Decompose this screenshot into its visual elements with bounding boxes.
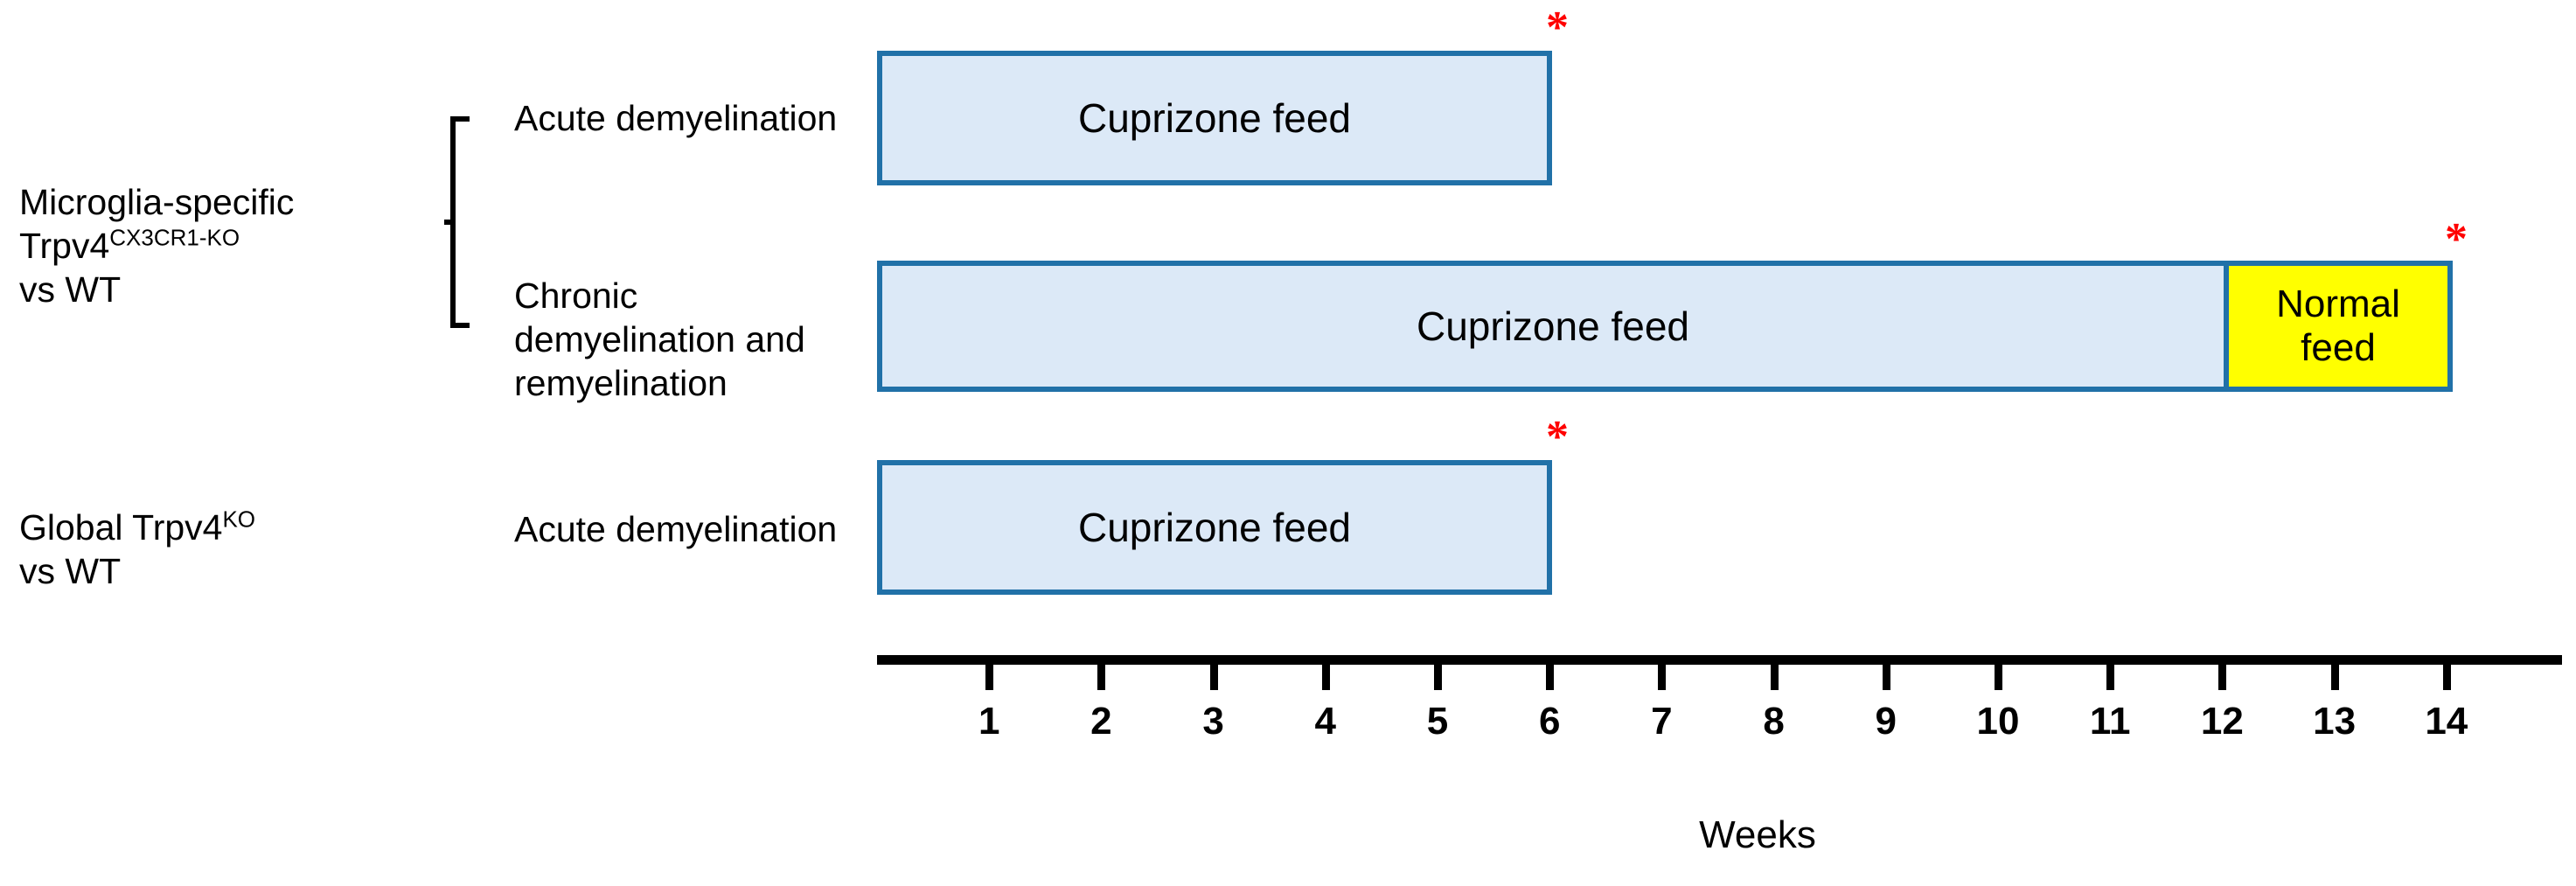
axis-tick-label-week-4: 4 (1314, 700, 1337, 743)
group-microglia-line3: vs WT (19, 269, 122, 310)
group-microglia-line2-superscript: CX3CR1-KO (109, 224, 240, 251)
axis-tick-label-week-11: 11 (2089, 700, 2131, 743)
axis-tick-week-12 (2218, 662, 2227, 690)
axis-tick-label-week-14: 14 (2425, 700, 2468, 743)
axis-tick-week-10 (1995, 662, 2002, 690)
condition-label-acute-microglia: Acute demyelination (514, 98, 838, 138)
axis-tick-week-2 (1097, 662, 1106, 690)
bar-cuprizone-chronic: Cuprizone feed (877, 261, 2229, 392)
bracket-arm-top (450, 116, 470, 122)
group-label-global: Global Trpv4KO vs WT (19, 506, 430, 593)
axis-tick-label-week-2: 2 (1090, 700, 1112, 743)
group-microglia-line2-base: Trpv4 (19, 226, 110, 266)
condition-label-chronic: Chronic demyelination and remyelination (514, 276, 805, 403)
axis-tick-label-week-9: 9 (1875, 700, 1897, 743)
axis-tick-label-week-7: 7 (1651, 700, 1673, 743)
asterisk-acute-microglia-endpoint: * (1546, 3, 1569, 52)
timeline-axis-line (877, 655, 2562, 665)
group-microglia-line1: Microglia-specific (19, 182, 295, 222)
bracket-spine (450, 116, 456, 328)
axis-title-weeks: Weeks (1699, 813, 1816, 856)
axis-tick-week-1 (985, 662, 994, 690)
axis-tick-label-week-3: 3 (1202, 700, 1224, 743)
bracket-arm-bottom (450, 323, 470, 328)
group-bracket-microglia (444, 116, 474, 328)
axis-tick-week-11 (2106, 662, 2115, 690)
axis-tick-week-14 (2442, 662, 2451, 690)
axis-tick-week-4 (1321, 662, 1330, 690)
axis-tick-label-week-6: 6 (1538, 700, 1561, 743)
bar-normal-feed-chronic: Normal feed (2224, 261, 2453, 392)
axis-tick-label-week-5: 5 (1426, 700, 1449, 743)
axis-tick-week-9 (1882, 662, 1890, 690)
axis-tick-label-week-1: 1 (978, 700, 1000, 743)
group-global-line1-superscript: KO (222, 506, 256, 533)
axis-tick-label-week-12: 12 (2200, 700, 2244, 743)
axis-tick-week-6 (1546, 662, 1555, 690)
asterisk-chronic-endpoint: * (2445, 214, 2468, 264)
axis-tick-week-7 (1658, 662, 1667, 690)
bracket-center-nub (444, 220, 452, 225)
axis-tick-week-8 (1770, 662, 1779, 690)
condition-label-acute-global: Acute demyelination (514, 509, 838, 549)
axis-tick-week-3 (1209, 662, 1218, 690)
group-global-line2: vs WT (19, 551, 122, 591)
axis-tick-label-week-8: 8 (1763, 700, 1785, 743)
axis-tick-label-week-13: 13 (2313, 700, 2357, 743)
group-global-line1-base: Global Trpv4 (19, 507, 223, 548)
asterisk-acute-global-endpoint: * (1546, 412, 1569, 462)
axis-tick-week-5 (1434, 662, 1442, 690)
axis-tick-label-week-10: 10 (1976, 700, 2020, 743)
bar-cuprizone-acute-microglia: Cuprizone feed (877, 51, 1552, 185)
bar-cuprizone-acute-global: Cuprizone feed (877, 460, 1552, 595)
axis-tick-week-13 (2330, 662, 2339, 690)
